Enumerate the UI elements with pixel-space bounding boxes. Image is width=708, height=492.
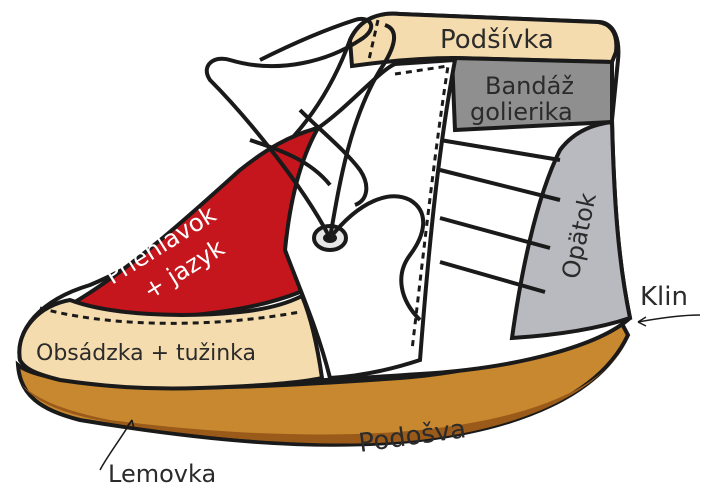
label-bandaz: Bandáž: [485, 72, 574, 100]
label-klin: Klin: [640, 282, 688, 312]
klin-arrow: [638, 315, 700, 322]
label-obsadzka: Obsádzka + tužinka: [36, 341, 256, 366]
label-podsivka: Podšívka: [440, 25, 554, 55]
label-golierika: golierika: [470, 98, 573, 126]
label-lemovka: Lemovka: [108, 460, 216, 488]
